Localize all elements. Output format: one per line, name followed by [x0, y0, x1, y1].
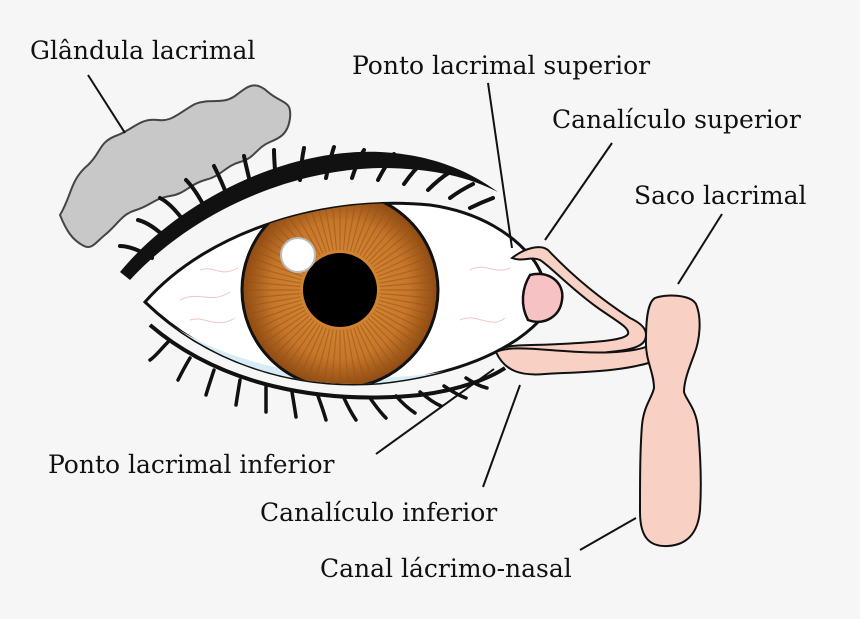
iris-striation: [291, 207, 321, 256]
iris-striation: [365, 216, 402, 260]
iris-striation: [250, 256, 303, 277]
iris-striation: [245, 292, 301, 299]
label-canaliculo-superior: Canalículo superior: [552, 105, 801, 134]
iris-striation: [372, 235, 419, 268]
iris-striation: [291, 324, 321, 373]
iris-striation: [248, 264, 302, 281]
iris-striation: [346, 329, 358, 384]
upper-eyelashes: [118, 145, 495, 260]
label-glandula-lacrimal: Glândula lacrimal: [30, 36, 256, 65]
iris-striation: [378, 299, 432, 316]
iris-striation: [356, 203, 381, 255]
iris-striation: [331, 329, 338, 385]
iris-striation: [365, 320, 402, 364]
iris-striation: [353, 327, 374, 380]
caruncle: [521, 272, 564, 323]
iris-striation: [248, 299, 302, 316]
iris-striation: [314, 328, 331, 382]
iris-striation: [379, 281, 435, 288]
iris-striation: [359, 207, 389, 256]
iris-striation: [261, 312, 308, 345]
iris-striation: [257, 309, 306, 339]
label-canal-lacrimo-nasal: Canal lácrimo-nasal: [320, 554, 572, 583]
lower-eyelashes: [148, 340, 489, 422]
iris-striation: [349, 328, 366, 382]
iris: [240, 203, 440, 385]
iris-striation: [342, 329, 349, 385]
iris-striation: [378, 264, 432, 281]
iris-striation: [367, 317, 408, 358]
iris-striation: [322, 329, 334, 384]
iris-striation: [374, 309, 423, 339]
lacrimal-gland-shape: [58, 84, 292, 248]
iris-striation: [367, 222, 408, 263]
iris-striation: [379, 272, 434, 284]
iris-striation: [370, 315, 414, 352]
label-ponto-lacrimal-superior: Ponto lacrimal superior: [352, 51, 651, 80]
blood-vessels: [179, 266, 511, 324]
iris-striation: [377, 303, 430, 324]
iris-striation: [379, 292, 435, 299]
iris-striation: [278, 320, 315, 364]
iris-striation: [374, 241, 423, 271]
iris-striation: [246, 296, 301, 308]
iris-striation: [272, 317, 313, 358]
upper-lid-fold: [120, 151, 498, 280]
iris-striation: [370, 228, 414, 265]
lacrimal-sac: [638, 294, 702, 548]
iris-striation: [356, 325, 381, 377]
iris-striation: [375, 306, 427, 331]
iris-striation: [250, 303, 303, 324]
iris-striation: [372, 312, 419, 345]
iris-striation: [245, 281, 301, 288]
iris-striation: [306, 327, 327, 380]
iris-striation: [266, 315, 310, 352]
iris-striation: [285, 322, 318, 369]
iris-striation: [377, 256, 430, 277]
label-saco-lacrimal: Saco lacrimal: [634, 181, 807, 210]
label-canaliculo-inferior: Canalículo inferior: [260, 498, 498, 527]
iris-striation: [362, 211, 395, 258]
iris-striation: [359, 324, 389, 373]
iris-striation: [379, 296, 434, 308]
leader-lines: [87, 74, 723, 551]
iris-striation: [375, 249, 427, 274]
iris-striation: [246, 272, 301, 284]
label-ponto-lacrimal-inferior: Ponto lacrimal inferior: [48, 450, 335, 479]
iris-striation: [299, 325, 324, 377]
iris-striation: [353, 203, 374, 253]
iris-striation: [362, 322, 395, 369]
iris-striation: [346, 203, 358, 251]
iris-striation: [253, 306, 305, 331]
iris-striation: [349, 203, 366, 252]
